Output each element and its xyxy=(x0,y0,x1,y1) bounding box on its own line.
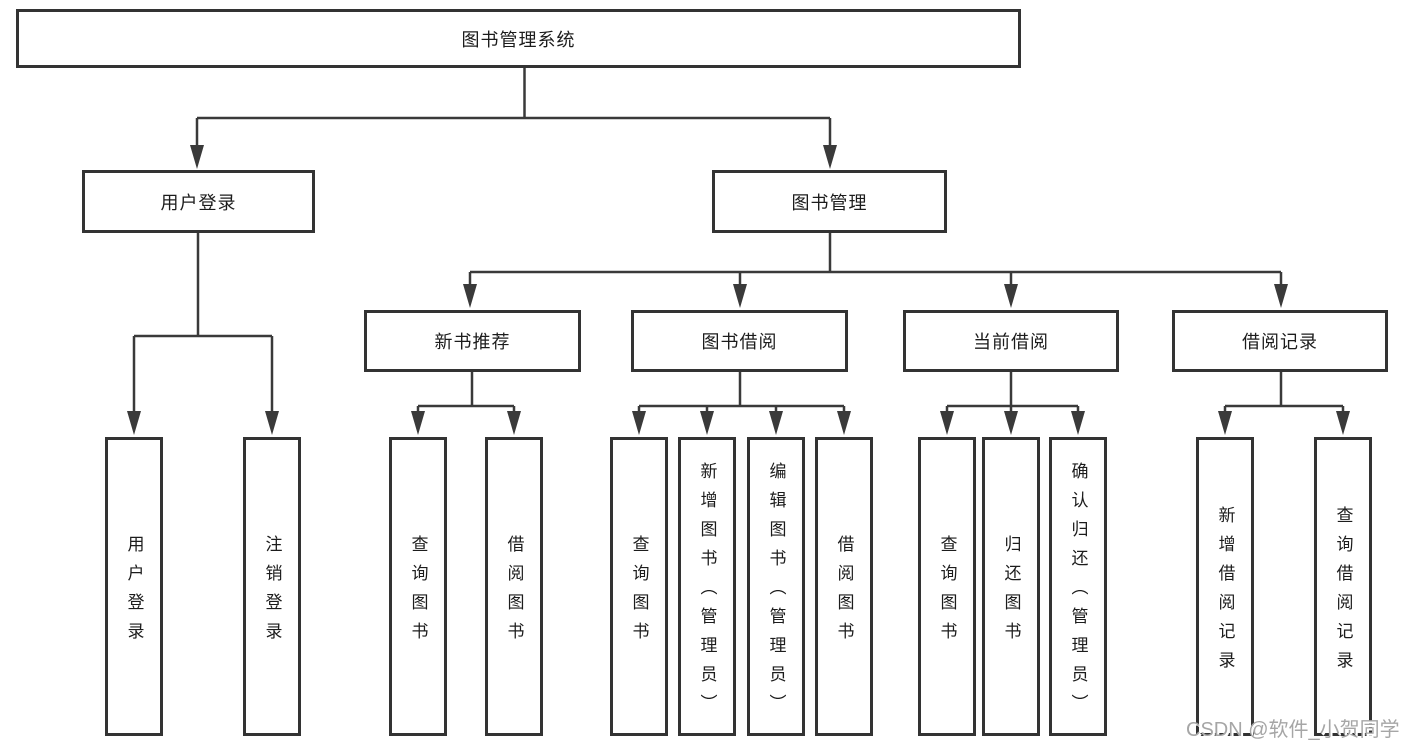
node-label: 图书管理 xyxy=(791,192,868,213)
leaf-user-login: 用户登录 xyxy=(105,437,163,736)
node-label: 新增借阅记录 xyxy=(1215,505,1235,680)
connector-borrow-record-children xyxy=(1223,372,1345,416)
node-label: 查询图书 xyxy=(937,534,957,651)
node-current-borrow: 当前借阅 xyxy=(903,310,1119,372)
arrowheads-current-borrow-children xyxy=(940,411,1085,435)
leaf-current-confirm-return-admin: 确认归还（管理员） xyxy=(1049,437,1107,736)
connector-root-to-level2 xyxy=(195,68,832,150)
arrowheads-borrow-record-children xyxy=(1218,411,1350,435)
leaf-borrow-edit-books-admin: 编辑图书（管理员） xyxy=(747,437,805,736)
node-label: 借阅记录 xyxy=(1242,332,1318,352)
arrowheads-user-login-children xyxy=(127,411,279,435)
arrowheads-level2 xyxy=(190,145,837,169)
connector-new-book-children xyxy=(416,372,516,416)
node-label: 借阅图书 xyxy=(504,534,524,651)
node-label: 归还图书 xyxy=(1001,534,1021,651)
connector-current-borrow-children xyxy=(945,372,1080,416)
connector-user-login-children xyxy=(132,233,274,415)
leaf-borrow-query-books: 查询图书 xyxy=(610,437,668,736)
leaf-borrow-borrow-books: 借阅图书 xyxy=(815,437,873,736)
leaf-borrow-add-books-admin: 新增图书（管理员） xyxy=(678,437,736,736)
node-label: 编辑图书（管理员） xyxy=(766,462,786,723)
node-label: 查询图书 xyxy=(408,534,428,651)
node-label: 图书借阅 xyxy=(701,332,778,352)
leaf-newbook-borrow-books: 借阅图书 xyxy=(485,437,543,736)
csdn-watermark: CSDN @软件_小贺同学 xyxy=(1186,719,1400,741)
node-label: 当前借阅 xyxy=(973,332,1049,352)
leaf-record-add-borrow-record: 新增借阅记录 xyxy=(1196,437,1254,736)
leaf-record-query-borrow-record: 查询借阅记录 xyxy=(1314,437,1372,736)
node-label: 用户登录 xyxy=(124,534,144,651)
node-book-management: 图书管理 xyxy=(712,170,947,233)
leaf-newbook-query-books: 查询图书 xyxy=(389,437,447,736)
node-label: 查询图书 xyxy=(629,534,649,651)
node-label: 借阅图书 xyxy=(834,534,854,651)
node-user-login: 用户登录 xyxy=(82,170,315,233)
leaf-current-return-books: 归还图书 xyxy=(982,437,1040,736)
node-library-management-system: 图书管理系统 xyxy=(16,9,1021,68)
connector-book-management-children xyxy=(468,233,1283,290)
node-label: 新书推荐 xyxy=(434,332,511,352)
node-label: 确认归还（管理员） xyxy=(1068,462,1088,723)
arrowheads-book-borrow-children xyxy=(632,411,851,435)
arrowheads-level3 xyxy=(463,284,1288,308)
leaf-logout: 注销登录 xyxy=(243,437,301,736)
leaf-current-query-books: 查询图书 xyxy=(918,437,976,736)
node-borrow-records: 借阅记录 xyxy=(1172,310,1388,372)
node-new-book-recommend: 新书推荐 xyxy=(364,310,581,372)
node-label: 图书管理系统 xyxy=(461,29,576,50)
node-label: 新增图书（管理员） xyxy=(697,462,717,723)
node-label: 注销登录 xyxy=(262,534,282,651)
node-label: 查询借阅记录 xyxy=(1333,505,1353,680)
arrowheads-new-book-children xyxy=(411,411,521,435)
node-book-borrow: 图书借阅 xyxy=(631,310,848,372)
connector-book-borrow-children xyxy=(637,372,846,416)
node-label: 用户登录 xyxy=(160,192,237,213)
